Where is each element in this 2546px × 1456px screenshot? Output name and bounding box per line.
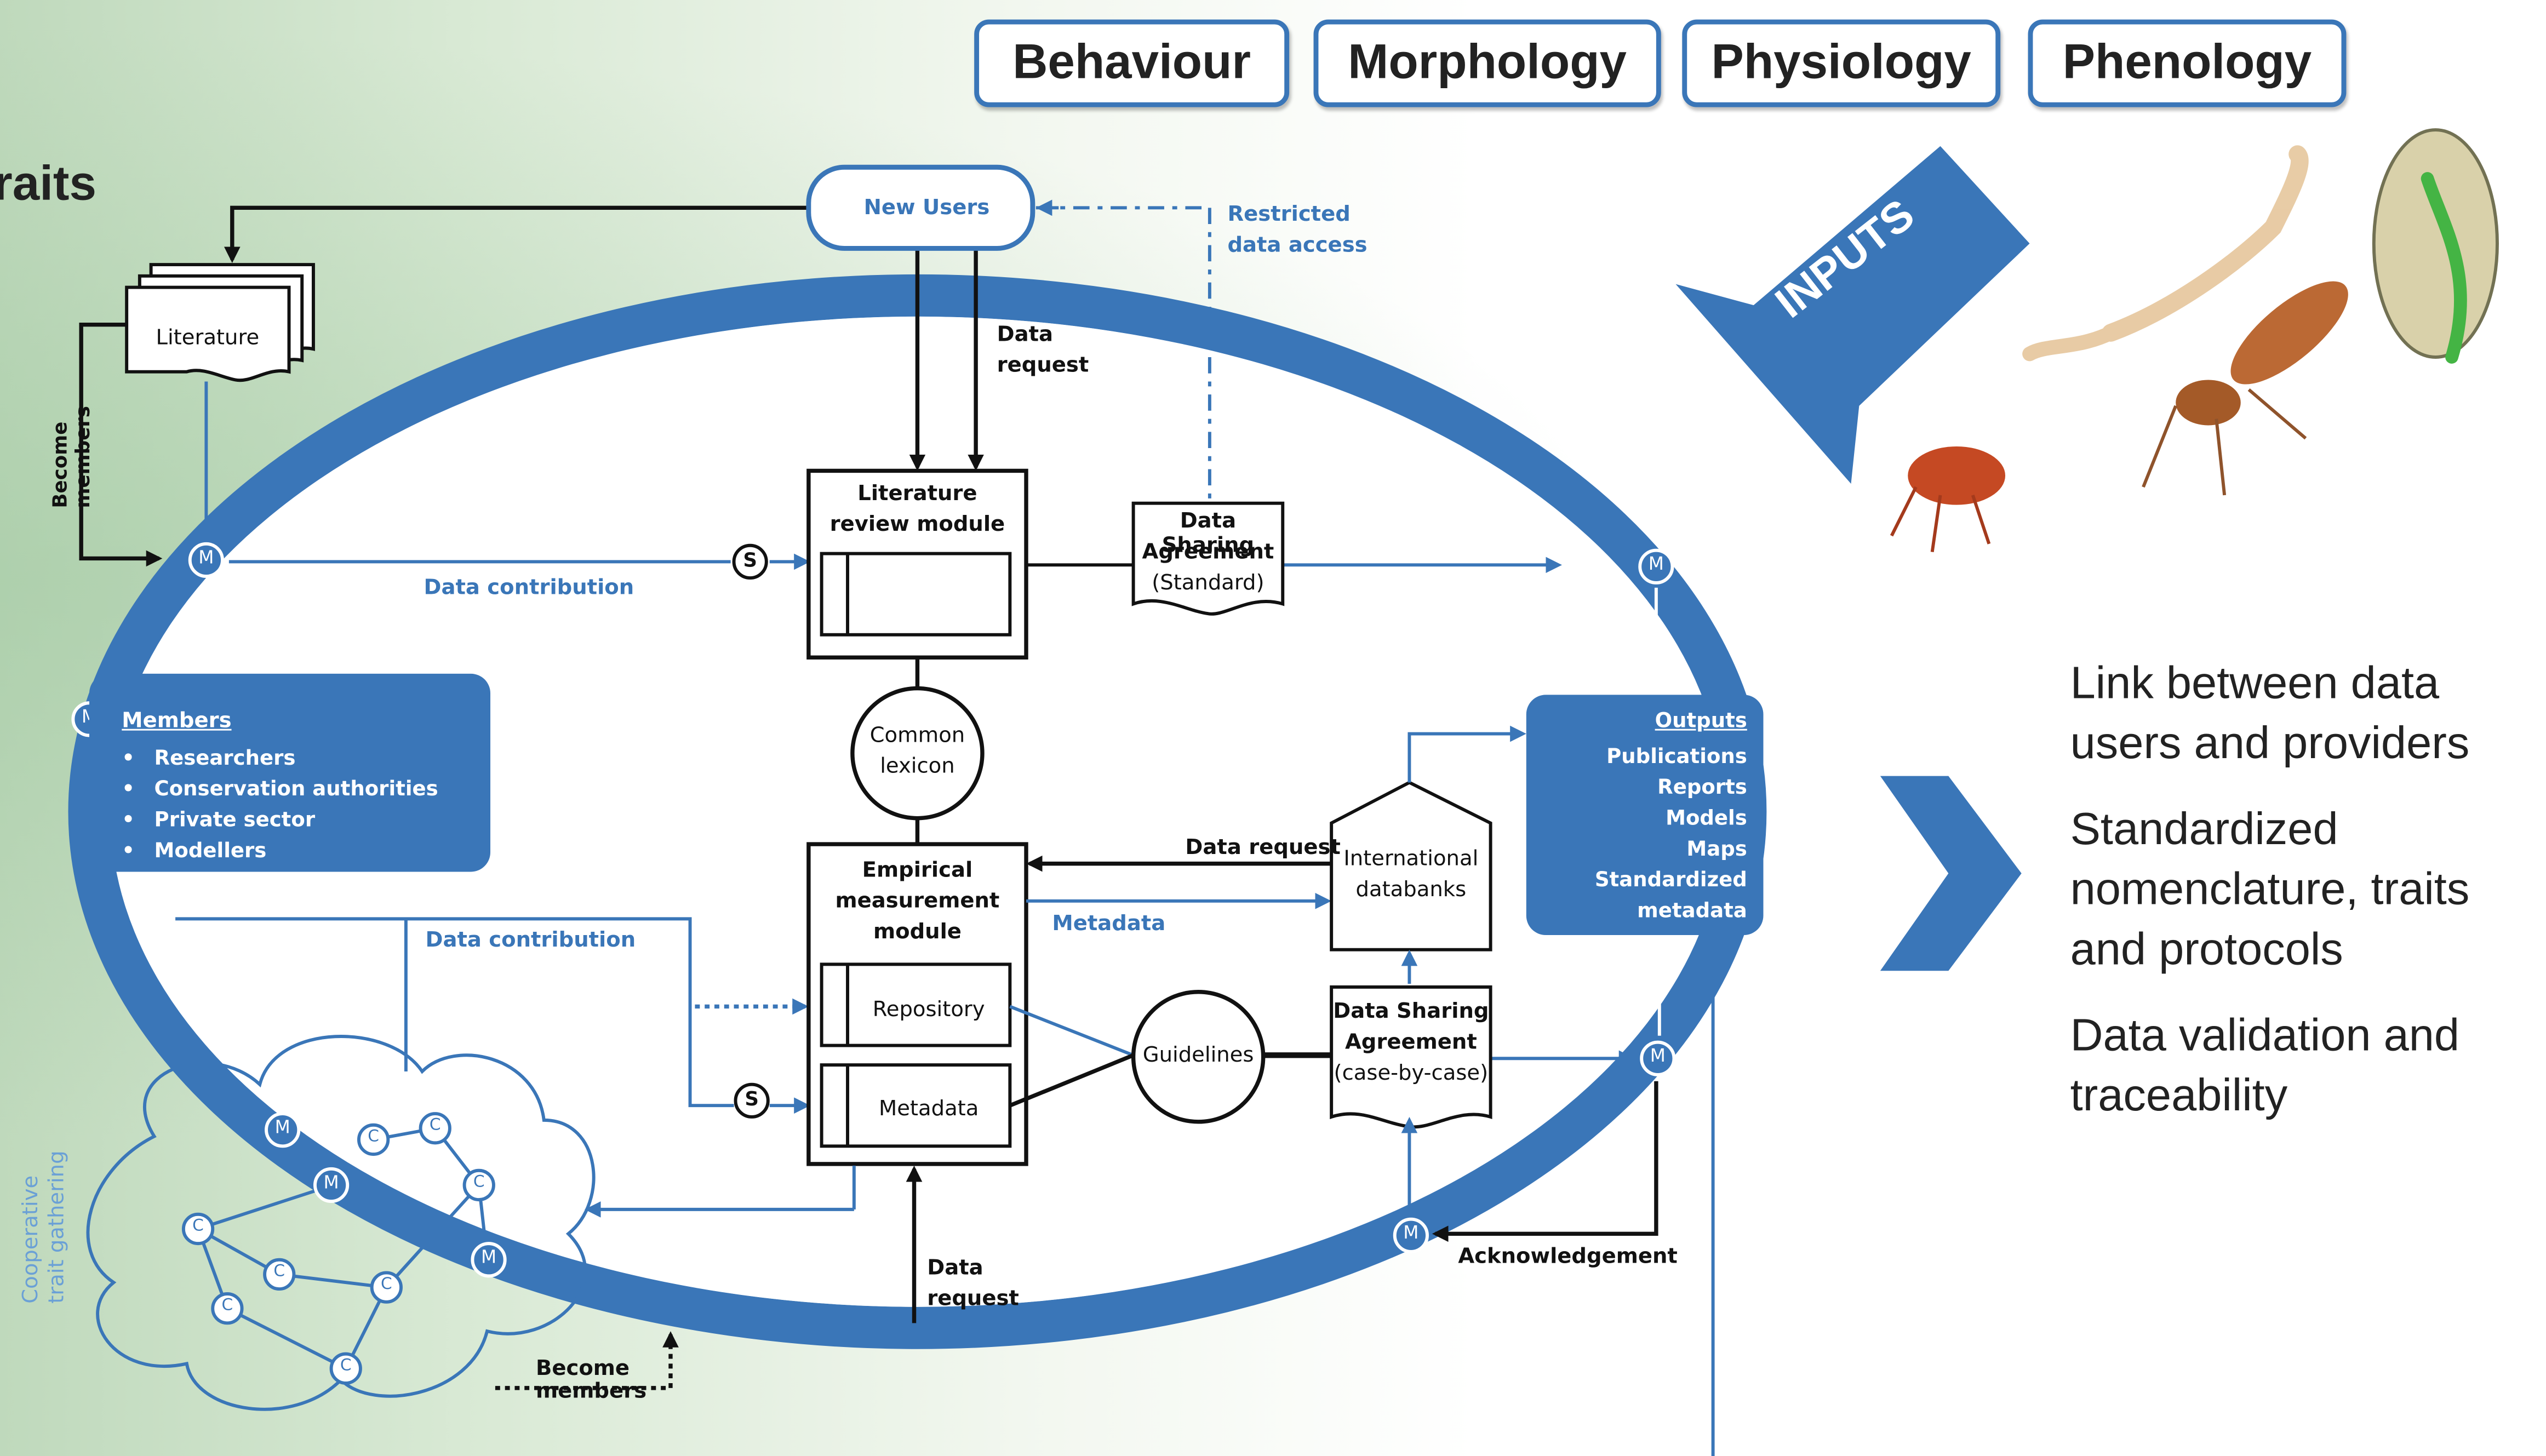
edge-label-data-request-mid: Data request — [1185, 836, 1341, 861]
tag-morphology: Morphology — [1313, 19, 1661, 107]
m-label: M — [1648, 553, 1664, 575]
tag-phenology: Phenology — [2028, 19, 2347, 107]
benefit-item: Data validation and traceability — [2070, 1010, 2460, 1120]
s-node-top — [732, 543, 768, 580]
outputs-panel: Outputs Publications Reports Models Maps… — [1491, 695, 1764, 936]
c-label: C — [380, 1276, 392, 1294]
literature-docs — [125, 263, 315, 382]
intl-databanks-label-1: International — [1343, 847, 1479, 872]
restricted-access-label-1: Restricted — [1227, 203, 1351, 227]
s-label-bottom: S — [745, 1087, 759, 1111]
edge-label-become-members-left: Become members — [48, 406, 94, 508]
list-item: Researchers — [122, 742, 438, 772]
list-item: Private sector — [122, 804, 438, 834]
m-label: M — [1403, 1222, 1419, 1244]
c-label: C — [340, 1357, 352, 1375]
tag-physiology: Physiology — [1682, 19, 2001, 107]
inputs-arrow — [1675, 146, 2030, 484]
empirical-label-2: measurement — [835, 890, 1000, 914]
c-nodes — [181, 1112, 495, 1385]
edge-label-data-request-bottom-1: Data — [927, 1256, 983, 1281]
edge-label-data-contribution-top: Data contribution — [424, 576, 634, 601]
edge-data-contribution-bottom — [175, 917, 734, 1108]
c-label: C — [221, 1297, 233, 1315]
dsa-case-label-3: (case-by-case) — [1334, 1062, 1489, 1086]
edge-label-data-contribution-bottom: Data contribution — [425, 928, 636, 953]
dsa-standard-label-3: (Standard) — [1152, 571, 1265, 596]
edge-label-metadata: Metadata — [1052, 912, 1166, 937]
guidelines-label: Guidelines — [1142, 1044, 1254, 1069]
members-list: Researchers Conservation authorities Pri… — [122, 742, 438, 865]
members-title: Members — [122, 709, 232, 734]
c-label: C — [368, 1128, 379, 1147]
s-node-bottom — [734, 1082, 770, 1119]
restricted-access-label-2: data access — [1227, 233, 1368, 259]
list-item: Reports — [1491, 771, 1747, 802]
m-label: M — [274, 1116, 290, 1138]
lit-review-label-1: Literature — [857, 482, 977, 507]
repository-label: Repository — [872, 998, 985, 1023]
s-label-top: S — [743, 548, 758, 572]
new-users-node — [806, 164, 1035, 251]
edge-label-acknowledgement: Acknowledgement — [1458, 1245, 1678, 1270]
benefit-item: Standardized nomenclature, traits and pr… — [2070, 803, 2470, 975]
dsa-case-label-2: Agreement — [1344, 1030, 1477, 1056]
list-item: Standardized metadata — [1491, 864, 1747, 926]
benefits-list: Link between data users and providers St… — [2070, 652, 2541, 1151]
outputs-list: Publications Reports Models Maps Standar… — [1491, 740, 1747, 926]
list-item: Conservation authorities — [122, 773, 438, 804]
list-item: Modellers — [122, 834, 438, 865]
dsa-standard-label-2: Agreement — [1142, 540, 1274, 565]
edge-label-data-request-top-1: Data — [997, 323, 1054, 348]
empirical-label-3: module — [873, 920, 962, 945]
c-label: C — [273, 1263, 285, 1281]
list-item: Maps — [1491, 833, 1747, 863]
common-lexicon-label-1: Common — [869, 724, 965, 749]
list-item: Publications — [1491, 740, 1747, 771]
metadata-box-label: Metadata — [878, 1097, 979, 1122]
intl-databanks-label-2: databanks — [1355, 878, 1467, 903]
tag-behaviour: Behaviour — [974, 19, 1290, 107]
c-label: C — [192, 1217, 204, 1236]
outputs-title: Outputs — [1655, 708, 1747, 732]
members-panel: Members Researchers Conservation authori… — [89, 673, 491, 872]
edge-label-become-members-bottom: Become members — [535, 1357, 647, 1405]
lit-review-label-2: review module — [829, 513, 1005, 537]
m-label: M — [1650, 1045, 1666, 1067]
new-users-label: New Users — [863, 196, 990, 221]
list-item: Models — [1491, 802, 1747, 833]
edge-label-data-request-top-2: request — [997, 354, 1089, 379]
common-lexicon — [850, 686, 985, 821]
c-label: C — [473, 1173, 485, 1192]
m-label: M — [480, 1247, 497, 1268]
partial-title: raits — [0, 157, 96, 211]
dsa-case-label-1: Data Sharing — [1333, 1000, 1489, 1025]
m-label: M — [198, 547, 214, 569]
dsa-standard-label-1: Data Sharing — [1162, 509, 1255, 559]
guidelines — [1131, 990, 1266, 1124]
cooperative-trait-gathering-label: Cooperative trait gathering — [19, 1150, 70, 1304]
edge-label-data-request-bottom-2: request — [927, 1287, 1019, 1312]
benefit-item: Link between data users and providers — [2070, 657, 2470, 768]
c-label: C — [429, 1116, 441, 1135]
chevron-right-icon — [1880, 776, 2022, 971]
m-label: M — [323, 1172, 339, 1194]
literature-label: Literature — [156, 326, 260, 351]
empirical-label-1: Empirical — [862, 858, 973, 884]
dsa-standard — [1131, 501, 1285, 616]
common-lexicon-label-2: lexicon — [880, 755, 955, 779]
organism-illustrations — [1890, 128, 2499, 553]
